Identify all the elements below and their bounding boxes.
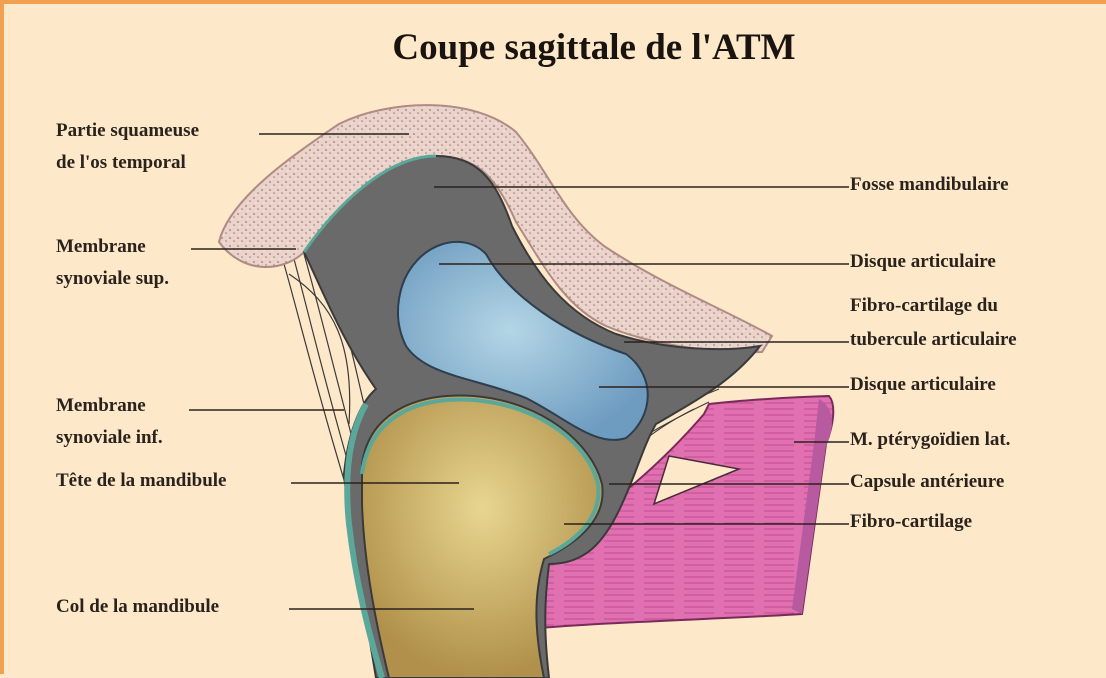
label-disque-articulaire-1: Disque articulaire [850,251,996,272]
label-tete-mandibule: Tête de la mandibule [56,470,227,491]
label-tubercule-articulaire: tubercule articulaire [850,329,1017,350]
label-col-mandibule: Col de la mandibule [56,596,220,617]
label-os-temporal: de l'os temporal [56,152,186,173]
label-partie-squameuse: Partie squameuse [56,120,200,141]
label-synoviale-inf: synoviale inf. [56,427,163,448]
label-synoviale-sup: synoviale sup. [56,268,169,289]
synovial-membrane-sup [302,154,437,253]
lateral-pterygoid-muscle [522,394,835,631]
leader-lines [189,133,849,610]
fibro-cartilage-layer [360,397,601,556]
label-disque-articulaire-2: Disque articulaire [850,374,996,395]
muscle-gap [652,455,742,506]
label-pterygoidien: M. ptérygoïdien lat. [850,429,1011,450]
articular-disc [396,240,649,441]
label-fosse-mandibulaire: Fosse mandibulaire [850,174,1009,195]
label-fibro-cartilage-du: Fibro-cartilage du [850,295,998,316]
synovial-membrane-inf [344,402,385,678]
label-membrane-sup: Membrane [56,236,146,257]
label-fibro-cartilage: Fibro-cartilage [850,511,973,532]
tmj-illustration [189,104,849,678]
diagram-title: Coupe sagittale de l'ATM [392,27,796,68]
mandibular-condyle [361,394,604,678]
label-capsule-anterieure: Capsule antérieure [850,471,1005,492]
label-membrane-inf: Membrane [56,395,146,416]
muscle-cut-end [792,399,832,614]
